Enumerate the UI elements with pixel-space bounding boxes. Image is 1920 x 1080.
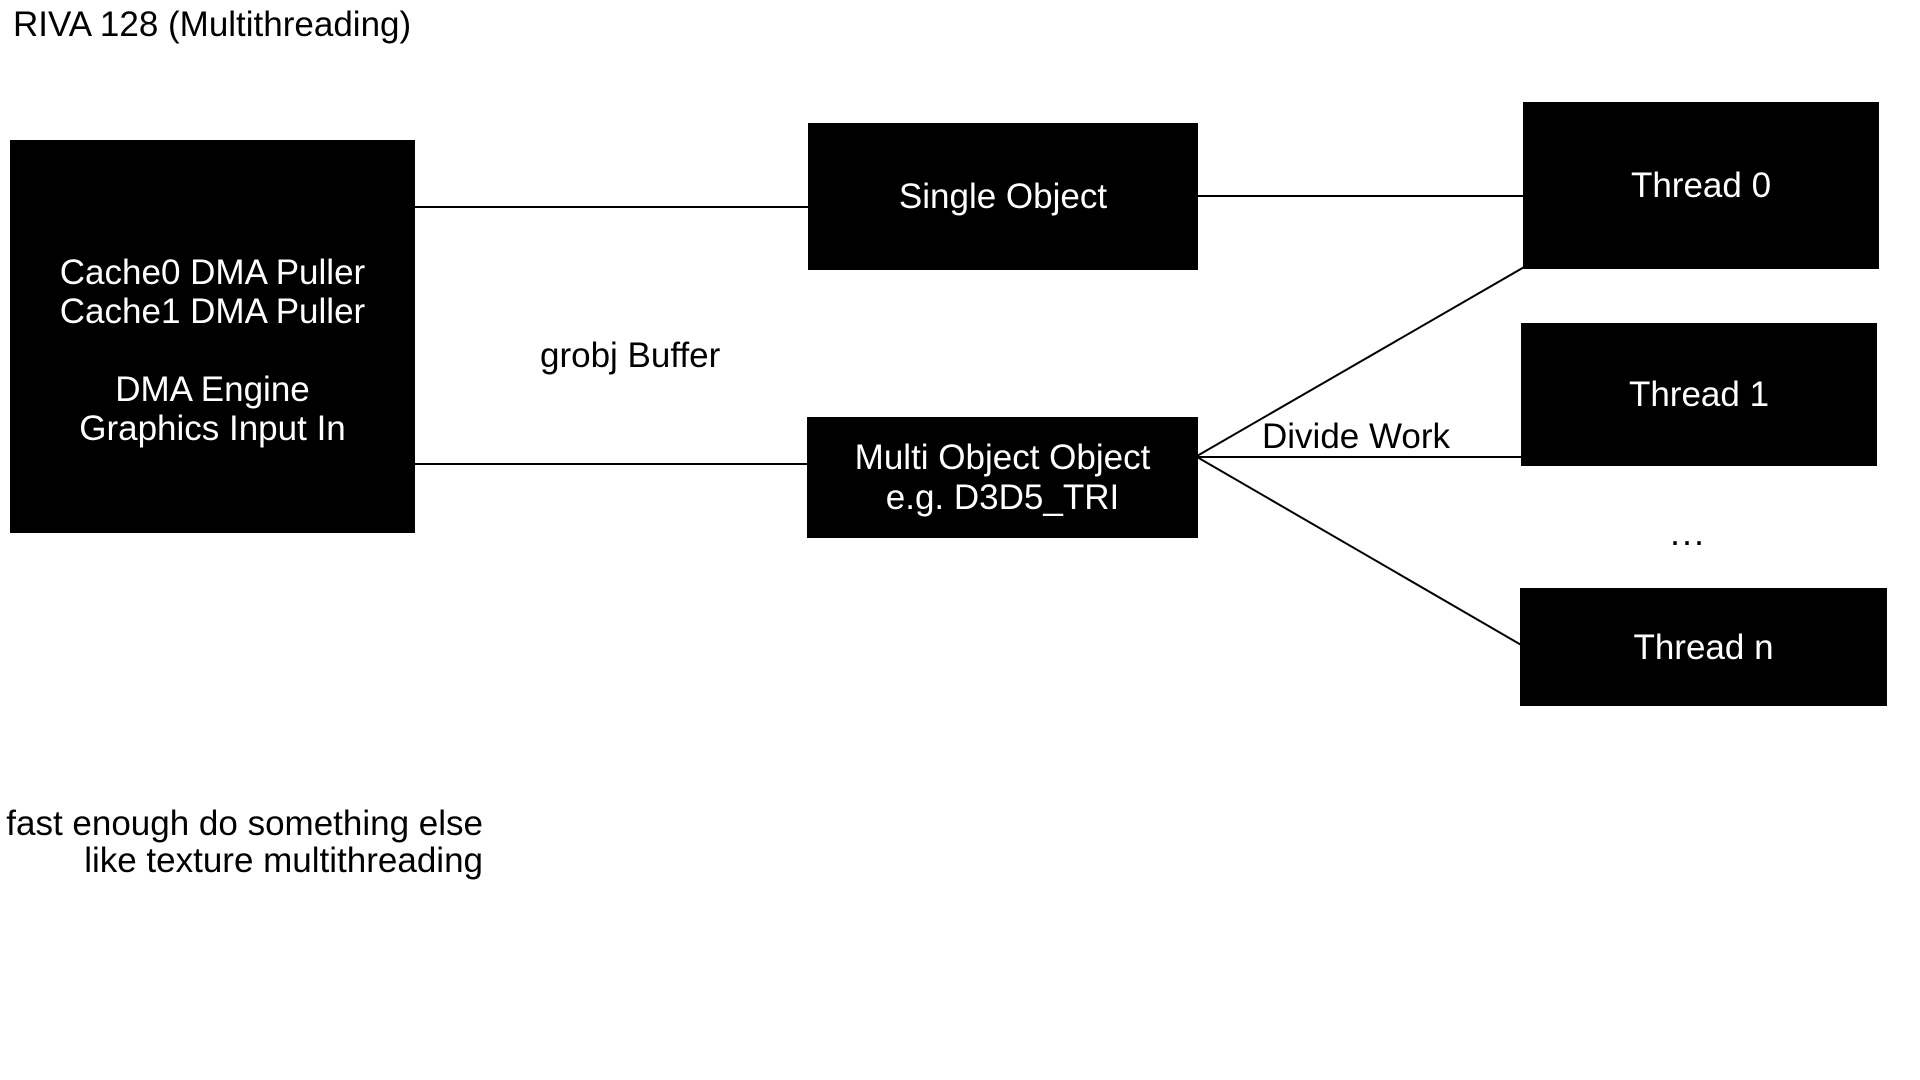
grobj-buffer-label: grobj Buffer: [540, 336, 721, 375]
note-line-1: If it's not fast enough do something els…: [0, 804, 483, 843]
dma-box-line: [60, 331, 365, 370]
note-text: If it's not fast enough do something els…: [0, 805, 483, 879]
multi-object-line: Multi Object Object: [854, 437, 1151, 477]
connector-multi-object-to-thread0: [1196, 265, 1527, 457]
page-title: RIVA 128 (Multithreading): [13, 5, 412, 44]
connector-multi-object-to-thread-n: [1196, 456, 1524, 647]
multi-object-box: Multi Object Object e.g. D3D5_TRI: [807, 417, 1198, 538]
single-object-label: Single Object: [898, 177, 1108, 216]
note-line-2: like texture multithreading: [84, 841, 483, 880]
thread1-box: Thread 1: [1521, 323, 1877, 466]
dma-box: Cache0 DMA Puller Cache1 DMA Puller DMA …: [10, 140, 415, 533]
dma-box-line: DMA Engine: [115, 370, 310, 409]
thread-n-label: Thread n: [1633, 627, 1774, 667]
single-object-box: Single Object: [808, 123, 1198, 270]
dma-box-line: Graphics Input In: [79, 409, 346, 448]
thread1-label: Thread 1: [1628, 375, 1770, 414]
thread0-box: Thread 0: [1523, 102, 1879, 269]
dma-box-line: Cache1 DMA Puller: [59, 292, 366, 331]
divide-work-label: Divide Work: [1262, 417, 1451, 456]
dma-box-line: Cache0 DMA Puller: [59, 253, 366, 292]
threads-ellipsis: ...: [1670, 512, 1707, 553]
dma-box-text: Cache0 DMA Puller Cache1 DMA Puller DMA …: [60, 253, 365, 448]
thread0-label: Thread 0: [1630, 166, 1772, 205]
multi-object-line: e.g. D3D5_TRI: [885, 477, 1120, 517]
thread-n-box: Thread n: [1520, 588, 1887, 706]
